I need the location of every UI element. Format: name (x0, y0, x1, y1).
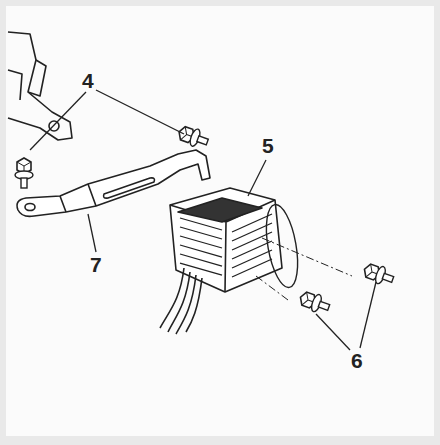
callout-number: 6 (349, 349, 365, 372)
callout-number: 5 (260, 134, 276, 157)
callout-number: 7 (88, 253, 104, 276)
callout-number: 4 (80, 69, 96, 92)
